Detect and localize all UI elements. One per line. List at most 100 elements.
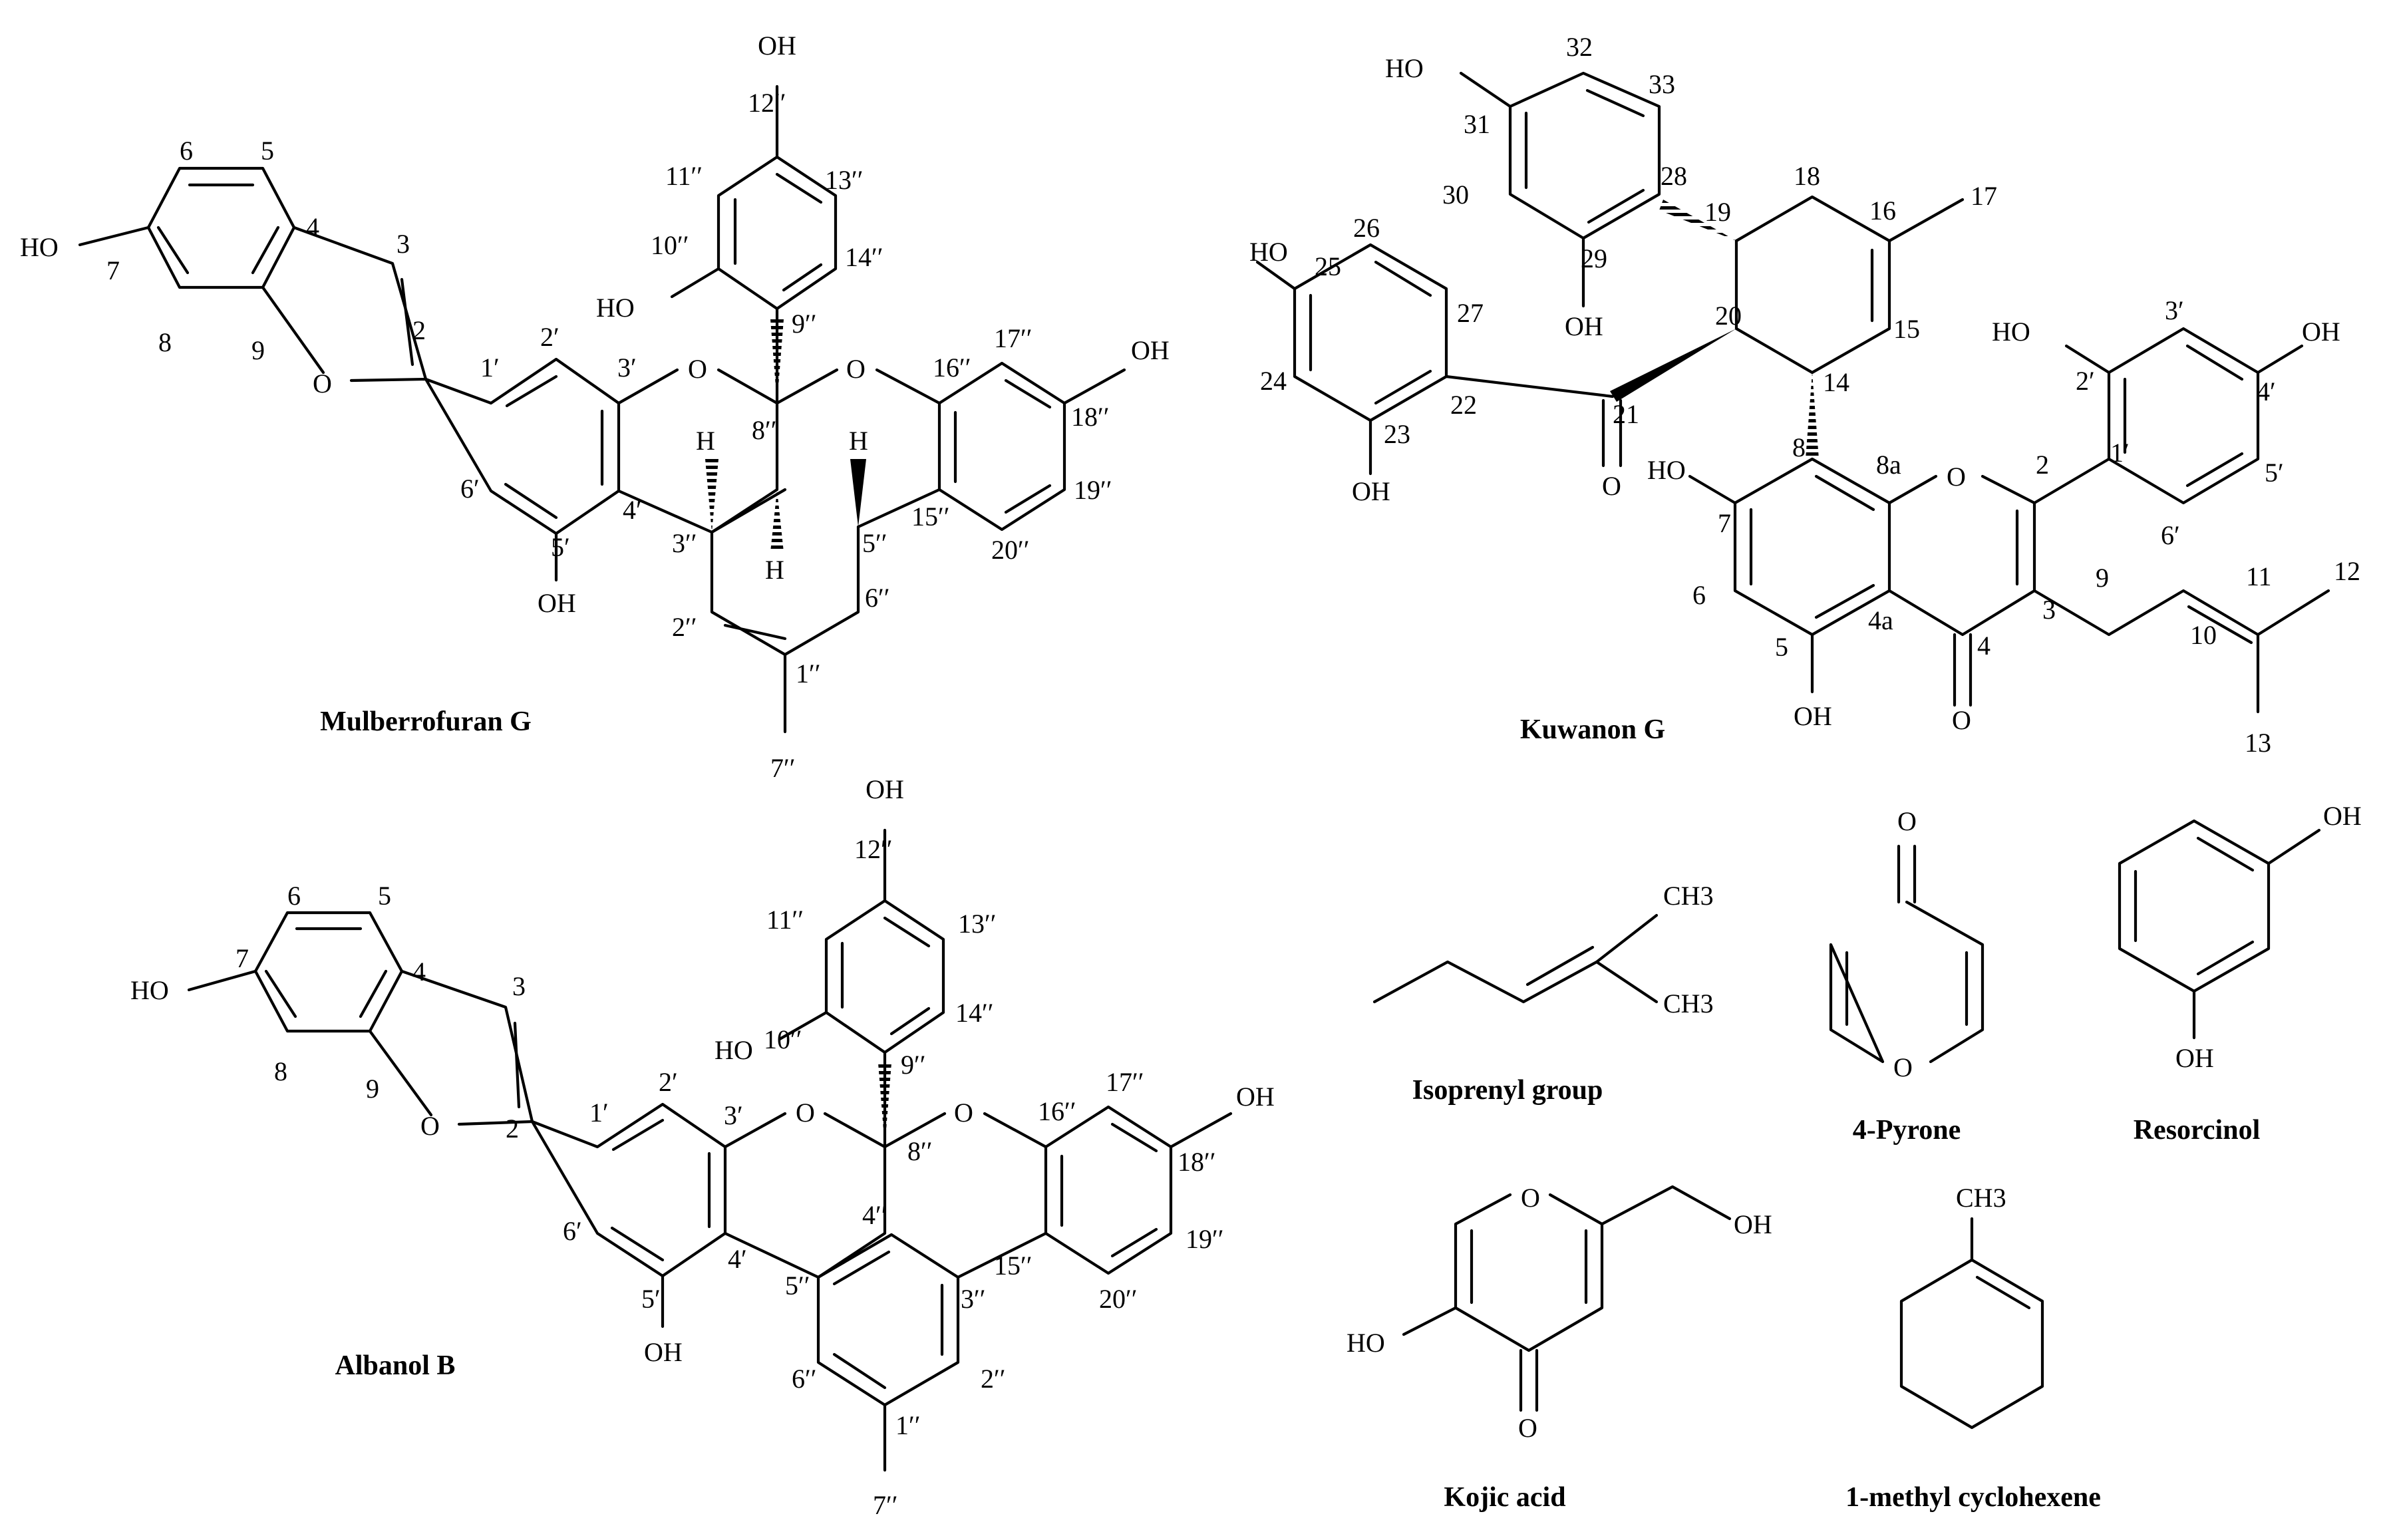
kg-ho-25: HO bbox=[1249, 237, 1288, 267]
ab-atom-3: 3 bbox=[512, 971, 526, 1001]
ab-atom-6: 6 bbox=[287, 881, 301, 911]
kg-chromone-a-ring bbox=[1733, 457, 1891, 637]
kg-ring-28-bonds bbox=[1508, 71, 1661, 240]
mg-atom-5p: 5′ bbox=[551, 532, 570, 562]
pyrone-carbonyl bbox=[1897, 844, 1917, 904]
mg-atom-8: 8 bbox=[158, 327, 172, 357]
pyrone-o-top: O bbox=[1897, 806, 1917, 836]
ab-ring-1p-bonds bbox=[530, 1102, 727, 1278]
kg-atom-21: 21 bbox=[1613, 399, 1639, 429]
kg-o-4: O bbox=[1952, 705, 1971, 735]
mg-atom-10pp: 10′′ bbox=[651, 230, 689, 260]
mch-double-bond bbox=[1975, 1275, 2031, 1310]
mg-cyclohexene-bonds bbox=[710, 488, 860, 657]
kg-oh-23: OH bbox=[1352, 476, 1390, 506]
mg-h-3pp: H bbox=[696, 426, 715, 456]
ab-atom-9pp: 9′′ bbox=[901, 1050, 926, 1080]
ab-atom-7: 7 bbox=[236, 943, 249, 973]
kojic-ho: HO bbox=[1347, 1328, 1385, 1358]
ab-furan-double-bond bbox=[513, 1021, 521, 1109]
isoprenyl-bonds bbox=[1372, 913, 1659, 1004]
ab-central-ring-double-bonds bbox=[832, 1250, 944, 1390]
mg-ring-1p-bonds bbox=[424, 357, 621, 536]
mg-atom-7: 7 bbox=[106, 255, 120, 285]
kg-atom-6p: 6′ bbox=[2161, 520, 2180, 550]
resorcinol-oh-bonds bbox=[2192, 828, 2321, 1040]
mg-o-ring-a: O bbox=[688, 354, 707, 384]
kg-chromone-c-ring bbox=[1887, 474, 2036, 637]
mg-top-phenyl-double-bonds bbox=[733, 172, 823, 292]
kg-compound-name: Kuwanon G bbox=[1520, 714, 1665, 745]
pyrone-structure: O O 4-Pyrone bbox=[1829, 806, 1985, 1146]
kg-c21-o-double-bond bbox=[1601, 398, 1623, 468]
ab-o-furan: O bbox=[420, 1111, 440, 1141]
kg-oh-4p: OH bbox=[2302, 317, 2340, 347]
mg-c18-oh-bond bbox=[1062, 368, 1126, 405]
mg-atom-7pp: 7′′ bbox=[770, 753, 796, 783]
ab-pyran-b-bonds bbox=[883, 1112, 1048, 1279]
ab-oh-12pp: OH bbox=[866, 774, 904, 804]
mg-atom-2p: 2′ bbox=[540, 322, 559, 352]
isoprenyl-ch3-bottom: CH3 bbox=[1663, 989, 1714, 1018]
mg-hashed-bond-3pp-h bbox=[705, 459, 718, 532]
ab-atom-2p: 2′ bbox=[659, 1067, 678, 1097]
kg-atom-12: 12 bbox=[2334, 556, 2360, 586]
mg-atom-14pp: 14′′ bbox=[845, 242, 883, 272]
ab-atom-11pp: 11′′ bbox=[766, 905, 804, 935]
kg-c4-o-double-bond bbox=[1953, 633, 1973, 707]
mg-c7-oh-bond bbox=[78, 226, 150, 247]
kg-atom-20: 20 bbox=[1715, 301, 1742, 331]
kg-ring-22-double-bonds bbox=[1309, 260, 1432, 405]
ab-atom-18pp: 18′′ bbox=[1178, 1147, 1216, 1177]
mg-wedge-bond-5pp-h bbox=[850, 459, 866, 527]
kojic-oh: OH bbox=[1734, 1209, 1772, 1239]
kg-atom-9: 9 bbox=[2096, 563, 2109, 593]
kg-ring-28-double-bonds bbox=[1524, 88, 1645, 224]
mg-oh-5p: OH bbox=[538, 588, 576, 618]
resorcinol-name: Resorcinol bbox=[2134, 1115, 2261, 1146]
kg-atom-14: 14 bbox=[1823, 367, 1849, 397]
kg-atom-28: 28 bbox=[1661, 161, 1687, 191]
ab-atom-16pp: 16′′ bbox=[1038, 1096, 1076, 1126]
kg-atom-18: 18 bbox=[1794, 161, 1820, 191]
kg-atom-30: 30 bbox=[1442, 180, 1469, 210]
kg-atom-2: 2 bbox=[2036, 450, 2049, 480]
mg-o-ring-b: O bbox=[846, 354, 866, 384]
kg-atom-10: 10 bbox=[2190, 620, 2217, 650]
mg-atom-4p: 4′ bbox=[623, 495, 642, 525]
mg-atom-2pp: 2′′ bbox=[672, 612, 697, 642]
ab-ring-1p-double-bonds bbox=[610, 1118, 711, 1262]
methylcyclohexene-structure: CH3 1-methyl cyclohexene bbox=[1845, 1183, 2101, 1513]
mg-atom-3pp: 3′′ bbox=[672, 528, 697, 558]
mg-atom-13pp: 13′′ bbox=[825, 165, 864, 195]
kg-atom-29: 29 bbox=[1581, 243, 1607, 273]
kg-ho-7: HO bbox=[1647, 455, 1686, 485]
ab-atom-7pp: 7′′ bbox=[873, 1490, 898, 1520]
mch-name: 1-methyl cyclohexene bbox=[1845, 1482, 2101, 1513]
kg-o-21: O bbox=[1602, 471, 1621, 501]
ab-ho-10pp: HO bbox=[715, 1035, 753, 1065]
kg-chromone-a-double-bonds bbox=[1749, 474, 1875, 619]
kg-cyclohexene-bonds bbox=[1734, 195, 1891, 375]
mg-oh-18pp: OH bbox=[1131, 335, 1170, 365]
kg-prenyl-double-bond bbox=[2187, 605, 2253, 645]
ab-compound-name: Albanol B bbox=[335, 1350, 456, 1381]
ab-right-phenyl-double-bonds bbox=[1060, 1122, 1158, 1258]
kg-oh-29: OH bbox=[1565, 311, 1603, 341]
ab-atom-2pp: 2′′ bbox=[981, 1364, 1006, 1394]
mg-atom-1p: 1′ bbox=[480, 353, 500, 383]
ab-o-ring-b: O bbox=[954, 1098, 973, 1128]
mg-o-furan: O bbox=[313, 369, 332, 398]
kg-atom-26: 26 bbox=[1353, 213, 1380, 243]
mg-benzofuran-benzene-double-bonds bbox=[156, 183, 280, 275]
resorcinol-ring-bonds bbox=[2118, 819, 2271, 993]
kg-atom-3: 3 bbox=[2042, 595, 2056, 625]
ab-atom-8: 8 bbox=[274, 1056, 287, 1086]
kg-atom-24: 24 bbox=[1260, 366, 1287, 396]
mg-atom-17pp: 17′′ bbox=[994, 323, 1033, 353]
isoprenyl-ch3-top: CH3 bbox=[1663, 881, 1714, 911]
mg-pyran-b-bonds bbox=[775, 368, 941, 529]
pyrone-o-ring: O bbox=[1893, 1052, 1913, 1082]
mg-atom-20pp: 20′′ bbox=[991, 535, 1030, 565]
mg-ring-1p-double-bonds bbox=[504, 375, 604, 520]
